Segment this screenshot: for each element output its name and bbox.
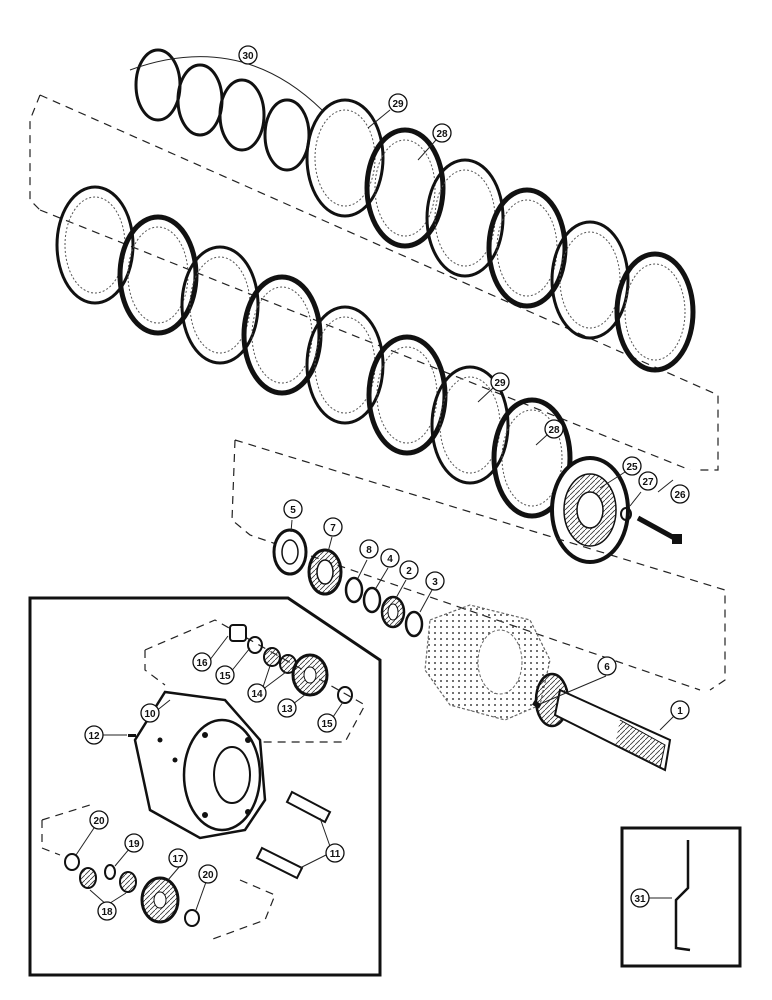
svg-text:13: 13 xyxy=(281,704,293,715)
callout-15: 15 xyxy=(215,665,235,685)
callout-5: 5 xyxy=(283,499,303,519)
svg-text:25: 25 xyxy=(626,462,638,473)
callout-28: 28 xyxy=(544,419,564,439)
planet-carrier-10 xyxy=(133,690,267,840)
svg-text:15: 15 xyxy=(321,719,333,730)
svg-text:20: 20 xyxy=(202,870,214,881)
callout-8: 8 xyxy=(359,539,379,559)
svg-text:26: 26 xyxy=(674,490,686,501)
callout-2: 2 xyxy=(399,560,419,580)
svg-text:28: 28 xyxy=(436,129,448,140)
callout-28: 28 xyxy=(432,123,452,143)
shaft-16 xyxy=(229,624,247,642)
output-shaft-1 xyxy=(534,672,672,772)
callout-6: 6 xyxy=(597,656,617,676)
clutch-plates-row-upper xyxy=(305,98,696,373)
ring-8 xyxy=(344,576,364,604)
wire-31 xyxy=(674,840,691,952)
thrust-bearing-2 xyxy=(380,595,406,629)
ring-3 xyxy=(404,610,424,638)
leader-lines xyxy=(75,109,675,911)
callout-19: 19 xyxy=(124,833,144,853)
callout-30: 30 xyxy=(238,45,258,65)
bolt-26 xyxy=(636,515,682,544)
callout-29: 29 xyxy=(490,372,510,392)
pins-11 xyxy=(255,790,332,880)
pin-12 xyxy=(128,734,136,737)
bearing-7 xyxy=(307,548,343,596)
callout-27: 27 xyxy=(638,471,658,491)
washer-15-upper xyxy=(247,636,263,654)
clutch-plates-row-lower xyxy=(55,185,573,519)
bearings-18 xyxy=(79,867,137,893)
callout-10: 10 xyxy=(140,703,160,723)
thrust-washer-5 xyxy=(272,528,308,576)
planet-gear-13 xyxy=(291,653,329,697)
svg-text:14: 14 xyxy=(251,689,263,700)
callout-16: 16 xyxy=(192,652,212,672)
svg-text:5: 5 xyxy=(290,505,296,516)
svg-text:2: 2 xyxy=(406,566,412,577)
svg-text:19: 19 xyxy=(128,839,140,850)
callout-12: 12 xyxy=(84,725,104,745)
callout-14: 14 xyxy=(247,683,267,703)
svg-text:16: 16 xyxy=(196,658,208,669)
svg-text:31: 31 xyxy=(634,894,646,905)
svg-text:4: 4 xyxy=(387,554,393,565)
planetary-housing xyxy=(424,604,551,721)
planet-gear-17 xyxy=(140,876,180,924)
callout-13: 13 xyxy=(277,698,297,718)
washer-20-right xyxy=(184,909,200,927)
svg-text:8: 8 xyxy=(366,545,372,556)
callout-1: 1 xyxy=(670,700,690,720)
callout-20: 20 xyxy=(198,864,218,884)
inset-lower-group-outline xyxy=(41,804,276,941)
plate-stack-group-outline xyxy=(29,94,719,471)
svg-text:11: 11 xyxy=(330,849,341,860)
callout-20: 20 xyxy=(89,810,109,830)
ring-4 xyxy=(362,586,382,614)
clutch-hub-25 xyxy=(550,456,630,564)
svg-text:15: 15 xyxy=(219,671,231,682)
callout-31: 31 xyxy=(630,888,650,908)
callout-11: 11 xyxy=(325,843,345,863)
inset-frame-31 xyxy=(620,826,742,968)
snap-rings-30 xyxy=(134,48,311,172)
washer-20-left xyxy=(64,853,80,871)
svg-text:28: 28 xyxy=(548,425,560,436)
callout-7: 7 xyxy=(323,517,343,537)
svg-text:30: 30 xyxy=(242,51,254,62)
svg-text:20: 20 xyxy=(93,816,105,827)
callout-15: 15 xyxy=(317,713,337,733)
svg-text:17: 17 xyxy=(172,854,184,865)
callout-18: 18 xyxy=(97,901,117,921)
washer-15-lower xyxy=(337,686,353,704)
callout-17: 17 xyxy=(168,848,188,868)
washer-27 xyxy=(620,507,632,521)
svg-text:6: 6 xyxy=(604,662,610,673)
callout-25: 25 xyxy=(622,456,642,476)
callout-26: 26 xyxy=(670,484,690,504)
svg-text:29: 29 xyxy=(494,378,506,389)
svg-text:12: 12 xyxy=(88,731,100,742)
svg-text:10: 10 xyxy=(144,709,156,720)
callout-29: 29 xyxy=(388,93,408,113)
svg-text:29: 29 xyxy=(392,99,404,110)
svg-text:1: 1 xyxy=(677,706,683,717)
spacer-19 xyxy=(104,864,116,880)
roll-pin-6 xyxy=(532,700,542,709)
svg-text:27: 27 xyxy=(642,477,654,488)
bearings-14 xyxy=(263,647,297,674)
inset-upper-group-outline xyxy=(144,619,366,743)
svg-text:3: 3 xyxy=(432,577,438,588)
callout-4: 4 xyxy=(380,548,400,568)
inset-frame xyxy=(28,596,382,977)
svg-text:7: 7 xyxy=(330,523,336,534)
svg-text:18: 18 xyxy=(101,907,113,918)
callout-3: 3 xyxy=(425,571,445,591)
